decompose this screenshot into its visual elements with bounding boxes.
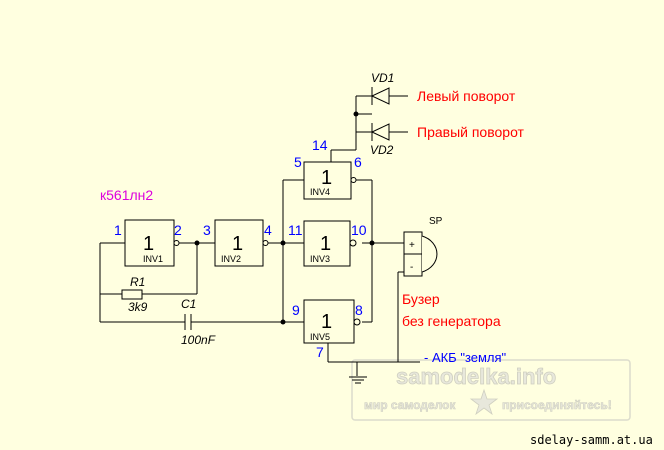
vd2-label: VD2 — [370, 143, 394, 157]
vd1-label: VD1 — [371, 71, 394, 85]
resistor-r1 — [121, 289, 143, 300]
r1-label: R1 — [130, 275, 145, 289]
pin-5: 5 — [294, 154, 302, 170]
inverter-inv5: 1 INV5 — [303, 299, 361, 344]
pin-4: 4 — [264, 222, 272, 238]
pin-1: 1 — [114, 222, 122, 238]
svg-text:1: 1 — [321, 311, 332, 333]
inv2-name: INV2 — [221, 254, 241, 264]
svg-text:1: 1 — [321, 167, 332, 189]
inv3-name: INV3 — [310, 254, 330, 264]
left-turn-label: Левый поворот — [417, 88, 516, 104]
watermark-title: samodelka.info — [396, 364, 556, 389]
inverter-inv1: 1 INV1 — [124, 219, 180, 267]
ground-label: - АКБ "земля" — [424, 350, 507, 365]
sp-label: SP — [429, 216, 443, 227]
c1-value: 100nF — [181, 333, 216, 347]
pin-11: 11 — [288, 222, 303, 238]
inverter-inv2: 1 INV2 — [214, 219, 269, 267]
buzzer-plus: + — [409, 240, 415, 251]
diode-vd2 — [370, 123, 390, 141]
buzzer-label-line1: Бузер — [402, 291, 440, 307]
junctions — [194, 111, 375, 325]
chip-label: к561лн2 — [100, 187, 153, 203]
capacitor-c1 — [184, 314, 192, 330]
diode-vd1 — [370, 87, 390, 105]
pin-2: 2 — [174, 222, 182, 238]
watermark: samodelka.info мир самоделок присоединяй… — [351, 359, 631, 421]
inv5-name: INV5 — [310, 332, 330, 342]
pin-14: 14 — [312, 137, 328, 153]
pin-6: 6 — [354, 154, 362, 170]
buzzer-minus: - — [410, 262, 413, 273]
pin-8: 8 — [355, 302, 363, 318]
wires — [99, 95, 420, 384]
star-icon — [469, 388, 499, 416]
inverter-inv3: 1 INV3 — [303, 220, 357, 267]
r1-value: 3k9 — [128, 300, 148, 314]
watermark-subtitle-right: присоединяйтесь! — [502, 398, 612, 412]
right-turn-label: Правый поворот — [417, 124, 525, 140]
inverter-inv4: 1 INV4 — [303, 161, 357, 200]
c1-label: C1 — [181, 297, 196, 311]
svg-text:1: 1 — [232, 233, 243, 255]
inv4-name: INV4 — [310, 187, 330, 197]
buzzer-sp: + - — [398, 231, 438, 277]
buzzer-label-line2: без генератора — [402, 313, 501, 329]
inv1-name: INV1 — [143, 254, 163, 264]
svg-text:1: 1 — [320, 233, 331, 255]
svg-text:1: 1 — [143, 233, 154, 255]
pin-7: 7 — [316, 344, 324, 360]
footer-site: sdelay-samm.at.ua — [530, 433, 653, 447]
pin-3: 3 — [203, 222, 211, 238]
pin-10: 10 — [351, 222, 367, 238]
watermark-subtitle-left: мир самоделок — [364, 398, 456, 412]
pin-9: 9 — [292, 302, 300, 318]
